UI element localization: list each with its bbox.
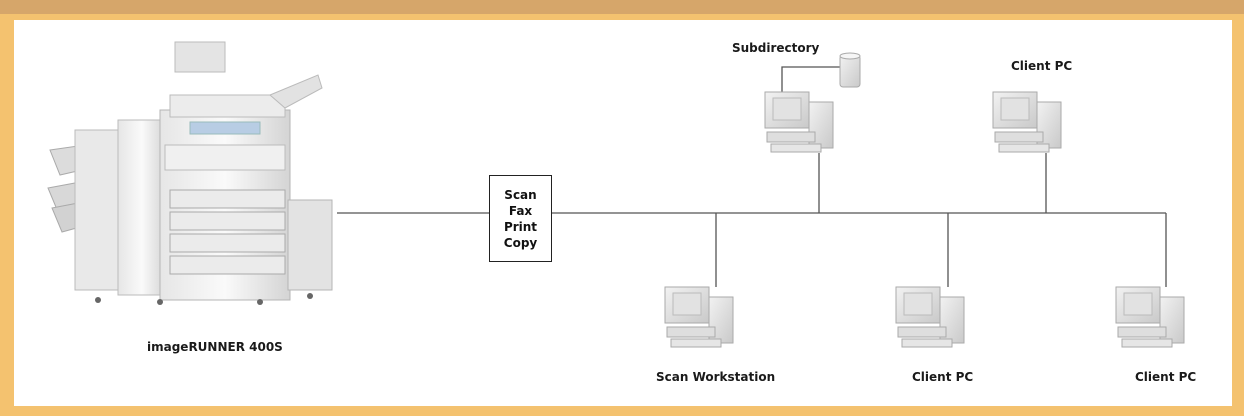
- printer-icon: [47, 41, 333, 305]
- function-fax: Fax: [508, 203, 533, 218]
- client-pc-bottom-1-label: Client PC: [912, 370, 974, 384]
- subdirectory-label: Subdirectory: [732, 41, 820, 55]
- desktop-computer-icon: [1115, 286, 1185, 348]
- functions-box: Scan Fax Print Copy: [489, 175, 552, 262]
- desktop-computer-icon: [764, 91, 834, 153]
- scan-workstation-label: Scan Workstation: [656, 370, 776, 384]
- server-link: [781, 66, 848, 92]
- function-scan: Scan: [504, 187, 537, 202]
- server-icon: [839, 52, 861, 88]
- client-pc-bottom-2-label: Client PC: [1135, 370, 1197, 384]
- network-lines: [337, 66, 1167, 287]
- printer-label: imageRUNNER 400S: [147, 340, 283, 354]
- client-pc-top-label: Client PC: [1011, 59, 1073, 73]
- function-copy: Copy: [503, 235, 538, 250]
- desktop-computer-icon: [992, 91, 1062, 153]
- top-strip: [0, 0, 1244, 14]
- function-print: Print: [503, 219, 538, 234]
- desktop-computer-icon: [895, 286, 965, 348]
- desktop-computer-icon: [664, 286, 734, 348]
